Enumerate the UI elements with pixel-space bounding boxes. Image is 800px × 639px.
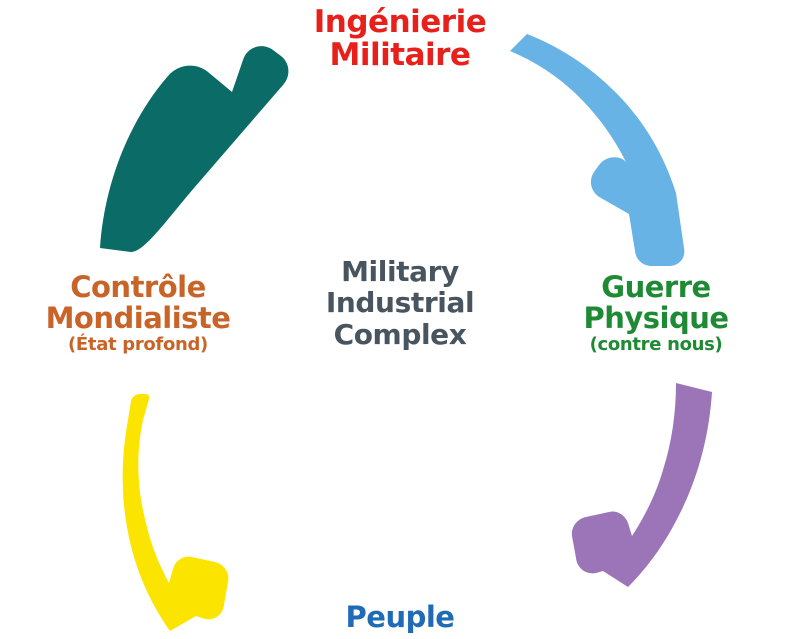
- center-label-line3: Complex: [333, 317, 467, 351]
- node-label-line1: Contrôle: [70, 270, 206, 304]
- node-label-line2: Militaire: [329, 36, 471, 73]
- node-label-sub: (contre nous): [589, 334, 723, 356]
- node-label-line1: Peuple: [345, 600, 455, 635]
- arrow-controle-to-ingenierie-icon: [100, 46, 289, 252]
- node-label-peuple: Peuple: [0, 602, 800, 633]
- center-label-line2: Industrial: [325, 286, 475, 320]
- node-label-line1: Ingénierie: [313, 4, 487, 40]
- node-label-ingenierie-militaire: Ingénierie Militaire: [0, 6, 800, 72]
- arrow-guerre-to-peuple-icon: [571, 383, 712, 587]
- center-label-military-industrial-complex: Military Industrial Complex: [325, 255, 475, 351]
- center-label-line1: Military: [341, 255, 459, 288]
- node-label-sub: (État profond): [68, 334, 208, 356]
- arrow-peuple-to-controle-icon: [122, 394, 229, 631]
- node-label-line1: Guerre: [601, 270, 711, 304]
- node-label-line2: Mondialiste: [45, 300, 231, 335]
- arrow-ingenierie-to-guerre-icon: [510, 34, 685, 266]
- node-label-guerre-physique: Guerre Physique (contre nous): [556, 272, 756, 355]
- node-label-controle-mondialiste: Contrôle Mondialiste (État profond): [38, 272, 238, 355]
- node-label-line2: Physique: [583, 300, 729, 335]
